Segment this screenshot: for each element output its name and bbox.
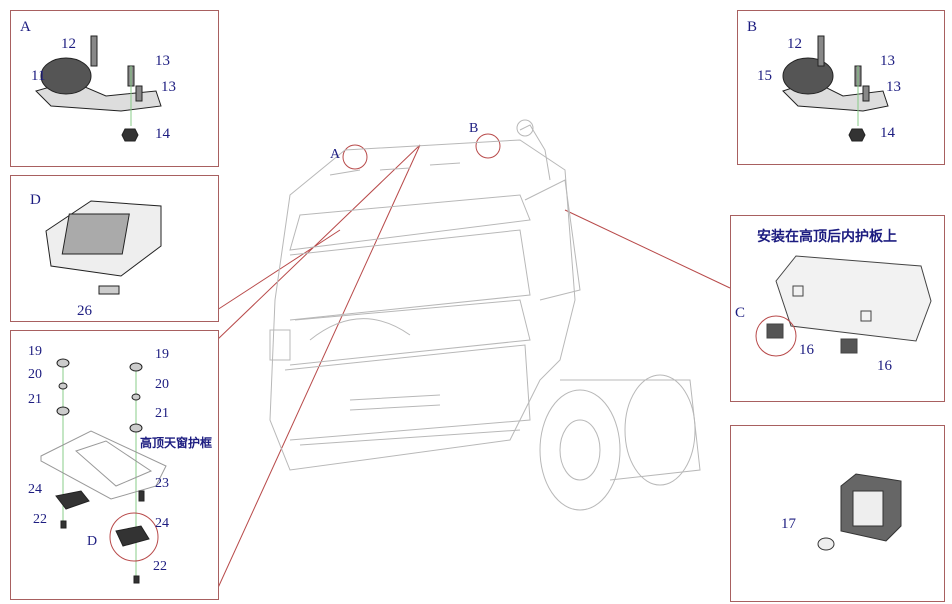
panel-b-letter: B: [747, 19, 758, 35]
leader-lines: [216, 133, 731, 591]
callout: 19: [155, 347, 169, 362]
callout: 19: [28, 344, 42, 359]
callout: 12: [787, 36, 802, 52]
panel-b: B 12 13 15 13 14: [737, 10, 945, 165]
truck-drawing: [269, 119, 701, 511]
interior-lamp-drawing: [45, 200, 162, 295]
detail-letter-d: D: [87, 534, 98, 549]
mount-note: 安装在高顶后内护板上: [757, 229, 897, 245]
panel-a: A 12 13 11 13 14: [10, 10, 219, 167]
roof-frame-drawing: [40, 358, 167, 584]
callout: 13: [886, 79, 901, 95]
callout: 20: [155, 377, 169, 392]
marker-b: B: [469, 121, 479, 136]
callout: 21: [155, 406, 169, 421]
callout: 23: [155, 476, 169, 491]
callout: 14: [155, 126, 170, 142]
callout: 16: [799, 342, 814, 358]
roof-lamp-a-drawing: [35, 35, 162, 142]
callout: 13: [155, 53, 170, 69]
callout: 13: [161, 79, 176, 95]
panel-roof-frame: 19 20 21 24 22 19 20 21 高顶天窗护框 23 24 D 2…: [10, 330, 219, 600]
callout: 15: [757, 68, 772, 84]
marker-a: A: [330, 147, 341, 162]
callout: 24: [155, 516, 169, 531]
lamp-housing-drawing: [817, 473, 902, 551]
roof-lamp-b-drawing: [782, 35, 889, 142]
panel-d: D 26: [10, 175, 219, 322]
panel-d-letter: D: [30, 192, 41, 208]
callout: 14: [880, 125, 895, 141]
callout: 16: [877, 358, 892, 374]
callout: 21: [28, 392, 42, 407]
callout: 20: [28, 367, 42, 382]
panel-c: 安装在高顶后内护板上 C 16 16: [730, 215, 945, 402]
callout: 24: [28, 482, 42, 497]
callout: 22: [33, 512, 47, 527]
callout: 26: [77, 303, 92, 319]
callout: 13: [880, 53, 895, 69]
callout: 11: [31, 68, 46, 84]
panel-bulb: 17: [730, 425, 945, 602]
rear-panel-drawing: [755, 255, 932, 357]
roof-frame-note: 高顶天窗护框: [140, 436, 213, 450]
callout: 17: [781, 516, 796, 532]
callout: 12: [61, 36, 76, 52]
callout: 22: [153, 559, 167, 574]
panel-c-letter: C: [735, 305, 746, 321]
panel-a-letter: A: [20, 19, 31, 35]
